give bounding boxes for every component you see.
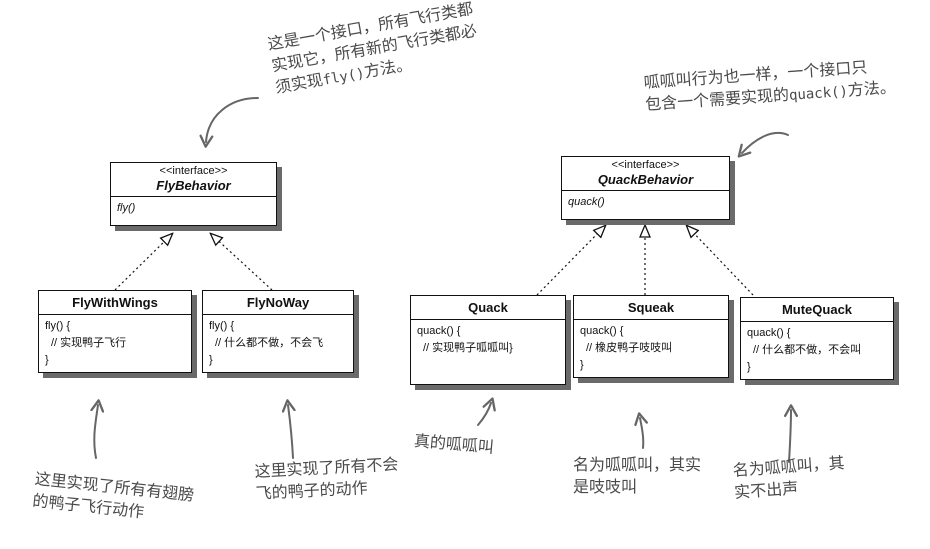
fly-no-way-name: FlyNoWay	[246, 295, 310, 310]
fly-with-wings-name: FlyWithWings	[72, 295, 158, 310]
link-mutequack-quackbehavior	[687, 226, 754, 296]
fly-behavior-stereotype: <<interface>>	[159, 165, 228, 177]
fly-behavior-interface: <<interface>> FlyBehavior fly()	[110, 162, 277, 226]
fly-no-way-comment: // 什么都不做，不会飞	[215, 337, 324, 349]
note-arrow-flywithwings	[90, 399, 105, 459]
note-squeak: 名为呱呱叫，其实 是吱吱叫	[573, 454, 701, 498]
note-arrow-flynoway	[281, 399, 296, 459]
mute-quack-name: MuteQuack	[781, 302, 853, 317]
fly-with-wings-comment: // 实现鸭子飞行	[51, 337, 127, 349]
squeak-class: Squeak quack() { // 橡皮鸭子吱吱叫 }	[573, 295, 729, 378]
squeak-name: Squeak	[627, 300, 675, 315]
note-arrow-quack	[477, 397, 496, 426]
quack-comment: // 实现鸭子呱呱叫}	[423, 342, 513, 354]
fly-behavior-name: FlyBehavior	[156, 178, 231, 193]
squeak-close: }	[580, 359, 584, 371]
note-quack-interface-code: quack()	[788, 83, 849, 104]
quack-behavior-method: quack()	[568, 196, 605, 208]
note-squeak-line2: 是吱吱叫	[573, 477, 638, 496]
note-squeak-line1: 名为呱呱叫，其实	[573, 455, 702, 474]
fly-no-way-close: }	[209, 354, 213, 366]
quack-behavior-name: QuackBehavior	[597, 172, 694, 187]
fly-behavior-method: fly()	[117, 202, 136, 214]
quack-signature: quack() {	[417, 325, 461, 337]
link-flynoway-flybehavior	[211, 234, 273, 291]
note-arrow-squeak	[634, 412, 649, 449]
link-quack-quackbehavior	[536, 226, 605, 296]
mute-quack-close: }	[747, 361, 751, 373]
quack-behavior-interface: <<interface>> QuackBehavior quack()	[561, 156, 730, 220]
fly-with-wings-class: FlyWithWings fly() { // 实现鸭子飞行 }	[38, 290, 192, 373]
squeak-signature: quack() {	[580, 325, 624, 337]
fly-no-way-class: FlyNoWay fly() { // 什么都不做，不会飞 }	[202, 290, 354, 373]
mute-quack-signature: quack() {	[747, 327, 791, 339]
note-arrow-fly-interface	[199, 97, 259, 148]
note-quack-interface-line2-post: 方法。	[847, 77, 897, 100]
note-fly-no-way: 这里实现了所有不会 飞的鸭子的动作	[254, 453, 400, 504]
note-mute-quack: 名为呱呱叫，其 实不出声	[732, 452, 847, 504]
fly-with-wings-close: }	[45, 354, 49, 366]
mute-quack-comment: // 什么都不做，不会叫	[753, 344, 862, 356]
link-flywithwings-flybehavior	[114, 234, 172, 291]
note-arrow-quack-interface	[737, 132, 789, 158]
note-fly-interface-code: fly()	[321, 65, 366, 89]
quack-behavior-stereotype: <<interface>>	[611, 159, 680, 171]
quack-name: Quack	[468, 300, 508, 315]
quack-class: Quack quack() { // 实现鸭子呱呱叫}	[410, 295, 566, 385]
fly-no-way-signature: fly() {	[209, 320, 235, 332]
note-arrow-mutequack	[783, 404, 798, 463]
mute-quack-class: MuteQuack quack() { // 什么都不做，不会叫 }	[740, 297, 894, 380]
fly-with-wings-signature: fly() {	[45, 320, 71, 332]
squeak-comment: // 橡皮鸭子吱吱叫	[586, 342, 673, 354]
